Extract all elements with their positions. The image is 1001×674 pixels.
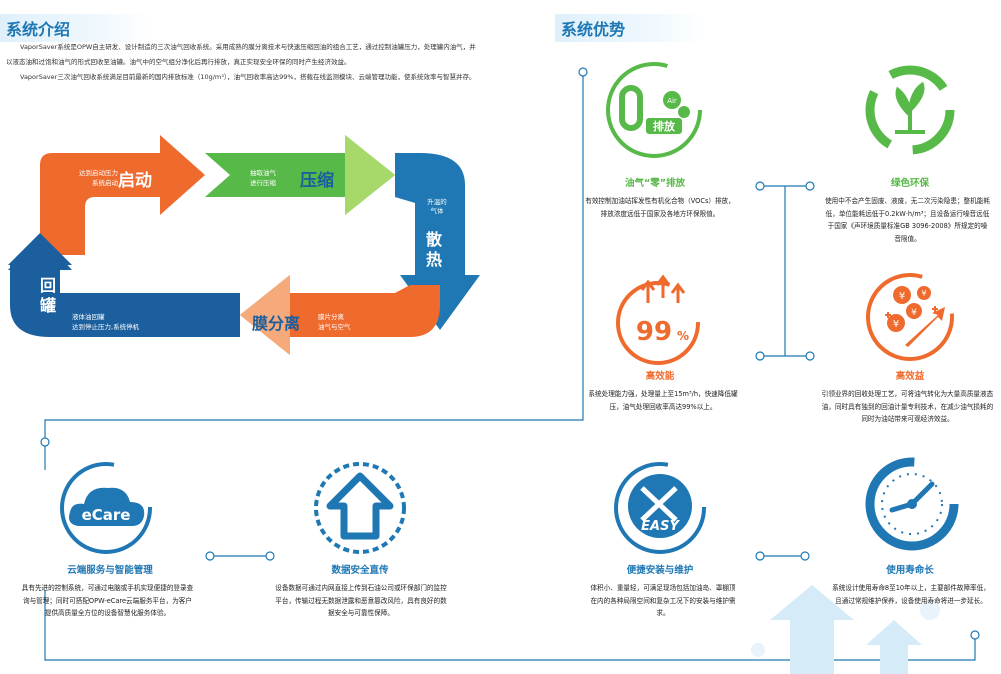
green-desc: 使用中不会产生固废、液废，无二次污染隐患；整机能耗低，单位能耗远低于0.2kW·… bbox=[825, 197, 990, 243]
intro-text: VaporSaver系统是OPW自主研发、设计制造的三次油气回收系统。采用成熟的… bbox=[6, 40, 476, 85]
benefit-title: 高效益 bbox=[895, 371, 925, 382]
ninety-nine-text: 99 bbox=[636, 317, 672, 347]
svg-text:排放: 排放 bbox=[653, 119, 676, 133]
return-segment bbox=[10, 265, 240, 337]
intro-paragraph-2: VaporSaver三次油气回收系统满足目前最新的国内排放标准（10g/m³），… bbox=[20, 73, 476, 81]
tools-easy-icon: EASY bbox=[614, 462, 706, 554]
disperse-title: 散热 bbox=[426, 230, 443, 269]
ecare-text: eCare bbox=[82, 506, 131, 524]
security-title: 数据安全直传 bbox=[331, 565, 389, 576]
benefit-desc: 引领业界的回收处理工艺，可将油气转化为大量高质量液态油，同时具有独到的回油计量专… bbox=[821, 390, 994, 423]
install-title: 便捷安装与维护 bbox=[626, 565, 694, 576]
recycle-plant-icon bbox=[865, 65, 955, 155]
svg-text:¥: ¥ bbox=[911, 308, 917, 318]
advantages-section-title: 系统优势 bbox=[555, 14, 706, 42]
easy-text: EASY bbox=[641, 519, 680, 534]
zero-emission-title: 油气“零”排放 bbox=[625, 178, 685, 189]
intro-paragraph-1: VaporSaver系统是OPW自主研发、设计制造的三次油气回收系统。采用成熟的… bbox=[6, 43, 476, 66]
efficiency-desc: 系统处理能力强，处理量上至15m³/h，快速降低罐压，油气处理回收率高达99%以… bbox=[588, 390, 738, 411]
svg-text:%: % bbox=[677, 329, 689, 343]
cloud-desc: 具有先进的控制系统，可通过电脑或手机实现便捷的登录查询与管理；同时可搭配OPW-… bbox=[21, 584, 194, 617]
membrane-tip bbox=[240, 275, 290, 355]
compress-title: 压缩 bbox=[300, 171, 334, 191]
green-title: 绿色环保 bbox=[890, 178, 929, 189]
compress-tip bbox=[345, 135, 395, 215]
efficiency-title: 高效能 bbox=[645, 371, 675, 382]
efficiency-99-icon: 99 % bbox=[616, 274, 700, 365]
membrane-title: 膜分离 bbox=[252, 314, 301, 333]
return-title: 回罐 bbox=[40, 276, 57, 315]
membrane-desc: 膜片分离 油气与空气 bbox=[318, 313, 351, 331]
start-desc: 达到启动压力 系统启动 bbox=[79, 169, 118, 187]
return-desc: 液体油回罐 达到停止压力,系统停机 bbox=[72, 313, 140, 331]
svg-text:¥: ¥ bbox=[899, 291, 905, 302]
ecare-cloud-icon: eCare bbox=[60, 462, 152, 554]
svg-text:¥: ¥ bbox=[893, 319, 899, 330]
install-desc: 体积小、重量轻，可满足现场包括加油岛、罩棚顶在内的各种局限空间和复杂工况下的安装… bbox=[590, 584, 736, 617]
disperse-desc: 升温的 气体 bbox=[427, 198, 447, 215]
lifespan-desc: 系统设计使用寿命8至10年以上，主要部件故障率低，且通过常规维护保养，设备使用寿… bbox=[832, 584, 990, 605]
clock-icon bbox=[865, 457, 959, 551]
start-title: 启动 bbox=[118, 171, 152, 191]
zero-emission-desc: 有效控制加油站挥发性有机化合物（VOCs）排放，排放浓度远低于国家及各地方环保限… bbox=[585, 197, 735, 218]
intro-section-title: 系统介绍 bbox=[0, 14, 151, 42]
svg-text:¥: ¥ bbox=[921, 289, 926, 298]
currency-growth-icon: ¥ ¥ ¥ ¥ bbox=[866, 273, 954, 361]
cloud-title: 云端服务与智能管理 bbox=[67, 565, 153, 576]
compress-desc: 抽取油气 进行压缩 bbox=[250, 169, 276, 187]
security-desc: 设备数据可通过内网直接上传到石油公司或环保部门的监控平台，传输过程无数据泄露和恶… bbox=[275, 584, 447, 617]
process-cycle-diagram bbox=[8, 135, 480, 355]
zero-emission-icon: Air 排放 bbox=[606, 62, 702, 158]
data-upload-icon bbox=[314, 462, 406, 554]
return-arrow-head bbox=[8, 235, 72, 270]
lifespan-title: 使用寿命长 bbox=[886, 565, 934, 576]
start-segment bbox=[30, 135, 205, 255]
air-label: Air bbox=[667, 97, 677, 105]
